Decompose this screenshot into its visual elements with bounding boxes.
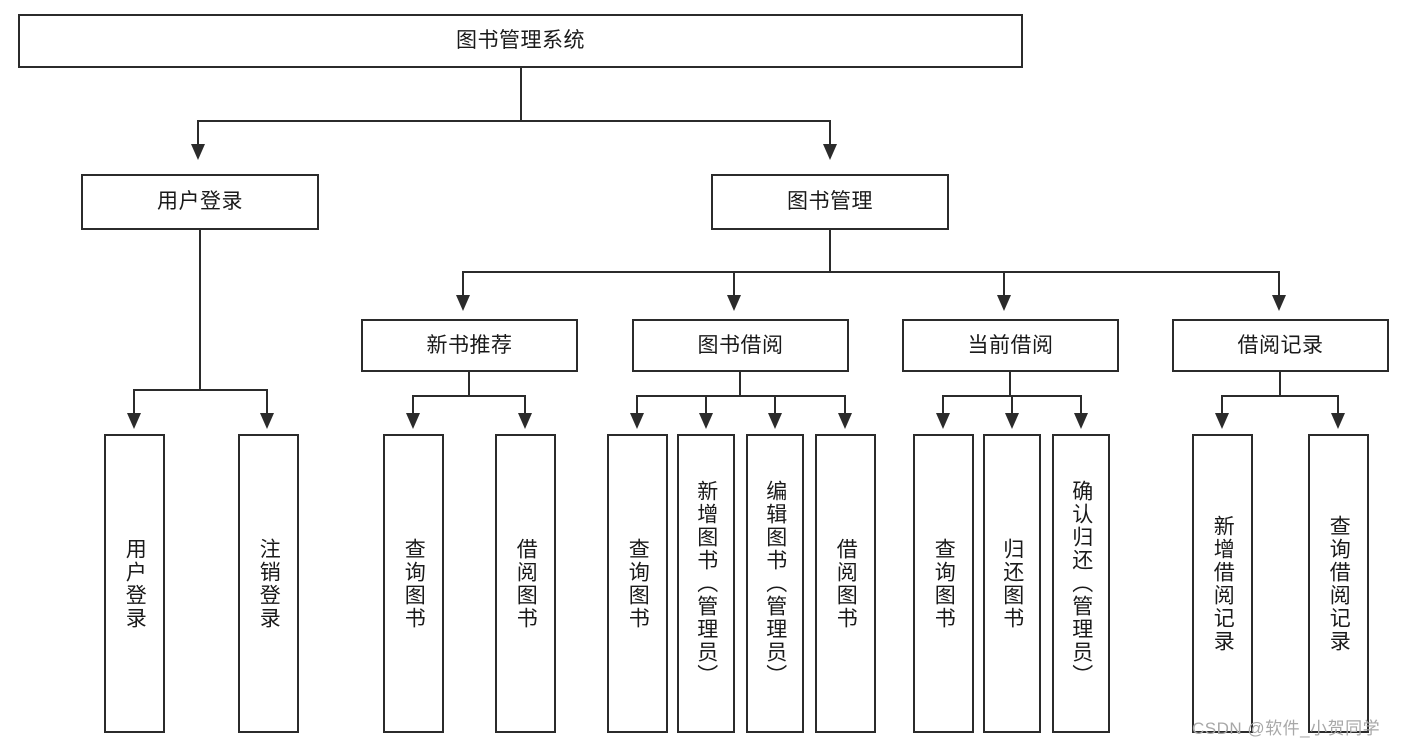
node-label: 编辑图书（管理员）	[763, 480, 787, 687]
connector-bookmanage-drop-1	[462, 271, 464, 297]
node-label: 确认归还（管理员）	[1069, 480, 1093, 687]
node-label: 查询图书	[932, 537, 956, 630]
arrowhead-current-leaf-3	[1074, 413, 1088, 429]
arrowhead-leaf-logout	[260, 413, 274, 429]
connector-recommend-bar	[412, 395, 526, 397]
connector-current-drop-1	[942, 395, 944, 415]
node-label: 用户登录	[157, 190, 243, 214]
arrowhead-book-borrow	[727, 295, 741, 311]
arrowhead-borrow-leaf-3	[768, 413, 782, 429]
connector-borrow-bar	[636, 395, 846, 397]
leaf-borrow-borrow-book[interactable]: 借阅图书	[815, 434, 876, 733]
connector-bookmanage-bar	[462, 271, 1280, 273]
arrowhead-recommend-leaf-1	[406, 413, 420, 429]
node-user-login[interactable]: 用户登录	[81, 174, 319, 230]
leaf-current-confirm-return[interactable]: 确认归还（管理员）	[1052, 434, 1110, 733]
node-label: 查询借阅记录	[1327, 514, 1351, 653]
connector-current-stem	[1009, 372, 1011, 396]
connector-borrow-stem	[739, 372, 741, 396]
arrowhead-current-borrow	[997, 295, 1011, 311]
connector-userlogin-stem	[199, 230, 201, 390]
connector-borrow-drop-2	[705, 395, 707, 415]
node-label: 新增图书（管理员）	[694, 480, 718, 687]
arrowhead-borrow-record	[1272, 295, 1286, 311]
node-label: 查询图书	[626, 537, 650, 630]
node-book-borrow[interactable]: 图书借阅	[632, 319, 849, 372]
connector-recommend-stem	[468, 372, 470, 396]
connector-bookmanage-drop-4	[1278, 271, 1280, 297]
csdn-watermark: CSDN @软件_小贺同学	[1192, 719, 1381, 738]
connector-root-stem	[520, 68, 522, 121]
connector-recommend-drop-1	[412, 395, 414, 415]
arrowhead-borrow-leaf-1	[630, 413, 644, 429]
leaf-current-query-book[interactable]: 查询图书	[913, 434, 974, 733]
node-book-manage[interactable]: 图书管理	[711, 174, 949, 230]
connector-borrow-drop-4	[844, 395, 846, 415]
connector-bookmanage-drop-3	[1003, 271, 1005, 297]
node-label: 新书推荐	[426, 333, 513, 357]
arrowhead-current-leaf-2	[1005, 413, 1019, 429]
connector-record-stem	[1279, 372, 1281, 396]
arrowhead-leaf-user-login	[127, 413, 141, 429]
connector-record-bar	[1221, 395, 1339, 397]
arrowhead-new-book-recommend	[456, 295, 470, 311]
arrowhead-recommend-leaf-2	[518, 413, 532, 429]
leaf-user-login[interactable]: 用户登录	[104, 434, 165, 733]
node-borrow-record[interactable]: 借阅记录	[1172, 319, 1389, 372]
connector-record-drop-1	[1221, 395, 1223, 415]
arrowhead-record-leaf-2	[1331, 413, 1345, 429]
arrowhead-book-manage	[823, 144, 837, 160]
node-new-book-recommend[interactable]: 新书推荐	[361, 319, 578, 372]
leaf-record-add-record[interactable]: 新增借阅记录	[1192, 434, 1253, 733]
leaf-current-return-book[interactable]: 归还图书	[983, 434, 1041, 733]
connector-userlogin-bar	[133, 389, 268, 391]
connector-current-drop-2	[1011, 395, 1013, 415]
node-label: 用户登录	[123, 537, 147, 630]
node-label: 借阅图书	[514, 537, 538, 630]
arrowhead-current-leaf-1	[936, 413, 950, 429]
node-label: 图书借阅	[697, 333, 784, 357]
node-label: 归还图书	[1000, 537, 1024, 630]
leaf-borrow-edit-book[interactable]: 编辑图书（管理员）	[746, 434, 804, 733]
node-current-borrow[interactable]: 当前借阅	[902, 319, 1119, 372]
connector-current-drop-3	[1080, 395, 1082, 415]
leaf-borrow-add-book[interactable]: 新增图书（管理员）	[677, 434, 735, 733]
node-label: 注销登录	[257, 537, 281, 630]
node-root-system[interactable]: 图书管理系统	[18, 14, 1023, 68]
leaf-borrow-query-book[interactable]: 查询图书	[607, 434, 668, 733]
connector-userlogin-drop-2	[266, 389, 268, 415]
leaf-logout[interactable]: 注销登录	[238, 434, 299, 733]
connector-root-drop-right	[829, 120, 831, 146]
arrowhead-borrow-leaf-2	[699, 413, 713, 429]
connector-bookmanage-stem	[829, 230, 831, 272]
arrowhead-user-login	[191, 144, 205, 160]
arrowhead-record-leaf-1	[1215, 413, 1229, 429]
arrowhead-borrow-leaf-4	[838, 413, 852, 429]
node-label: 查询图书	[402, 537, 426, 630]
node-label: 借阅图书	[834, 537, 858, 630]
node-label: 新增借阅记录	[1211, 514, 1235, 653]
leaf-recommend-borrow-book[interactable]: 借阅图书	[495, 434, 556, 733]
leaf-recommend-query-book[interactable]: 查询图书	[383, 434, 444, 733]
node-label: 当前借阅	[967, 333, 1054, 357]
connector-recommend-drop-2	[524, 395, 526, 415]
connector-bookmanage-drop-2	[733, 271, 735, 297]
connector-borrow-drop-3	[774, 395, 776, 415]
connector-borrow-drop-1	[636, 395, 638, 415]
connector-record-drop-2	[1337, 395, 1339, 415]
leaf-record-query-record[interactable]: 查询借阅记录	[1308, 434, 1369, 733]
connector-userlogin-drop-1	[133, 389, 135, 415]
node-label: 借阅记录	[1237, 333, 1324, 357]
connector-root-drop-left	[197, 120, 199, 146]
node-label: 图书管理	[787, 190, 873, 214]
node-label: 图书管理系统	[456, 29, 585, 53]
connector-root-bar	[197, 120, 831, 122]
